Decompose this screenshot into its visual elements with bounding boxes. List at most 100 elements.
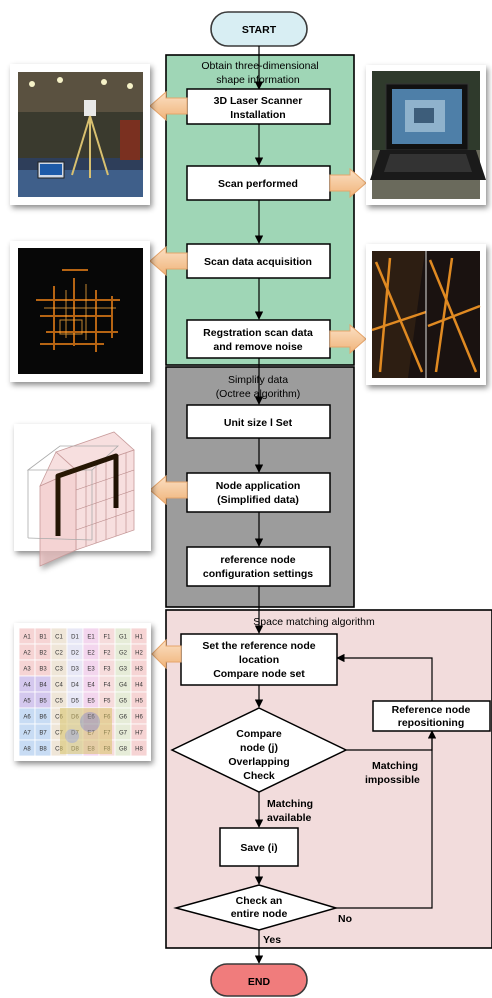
grid-cell-label: C8 [55, 747, 63, 753]
grid-cell-label: D1 [71, 635, 79, 641]
grid-cell-label: A6 [23, 715, 31, 721]
compare-node-label-3: Overlapping [228, 756, 289, 768]
grid-cell-label: F2 [103, 651, 111, 657]
grid-cell-label: H8 [135, 747, 143, 753]
grid-cell-label: A2 [23, 651, 31, 657]
check-entire-node-diamond [173, 884, 339, 931]
laptop-photo [366, 65, 486, 205]
pointcloud-photo [10, 241, 150, 382]
registration-label-1: Regstration scan data [203, 327, 313, 339]
registration-label-2: and remove noise [213, 341, 302, 353]
arrow-left-to-pointcloud-photo [149, 245, 188, 277]
compare-node-label-4: Check [243, 770, 275, 782]
obtain-section-title-line1: Obtain three-dimensional [201, 60, 318, 72]
laser-install-label-1: 3D Laser Scanner [214, 95, 303, 107]
reference-repositioning-label-2: repositioning [398, 717, 465, 729]
arrow-right-to-laptop-photo [329, 167, 367, 199]
grid-cell-label: A1 [23, 635, 31, 641]
set-reference-box [180, 633, 338, 686]
grid-cell-label: H1 [135, 635, 143, 641]
compare-node-label-1: Compare [236, 728, 282, 740]
check-entire-node-label-1: Check an [236, 895, 283, 907]
grid-cell-label: G7 [119, 731, 128, 737]
scan-performed-label: Scan performed [218, 178, 298, 190]
grid-cell-label: C6 [55, 715, 63, 721]
grid-cell [130, 739, 148, 757]
save-label: Save (i) [240, 842, 277, 854]
arrow-right-to-registration-photo [329, 323, 367, 355]
yes-label: Yes [263, 934, 281, 946]
grid-cell-label: A3 [23, 667, 31, 673]
matching-impossible-label-1: Matching [372, 760, 418, 772]
grid-cell-label: B7 [39, 731, 47, 737]
matching-section-title: Space matching algorithm [253, 616, 375, 628]
laser-install-box [186, 88, 331, 125]
grid-cell-label: E4 [87, 683, 95, 689]
grid-cell-label: B5 [39, 699, 47, 705]
save-box [219, 827, 299, 867]
grid-cell-label: C4 [55, 683, 63, 689]
end-label: END [248, 976, 271, 988]
grid-cell-label: H5 [135, 699, 143, 705]
reference-config-label-2: configuration settings [203, 568, 313, 580]
reference-config-box [186, 546, 331, 587]
grid-cell-label: A7 [23, 731, 31, 737]
matching-impossible-label-2: impossible [365, 774, 420, 786]
octree-image [14, 424, 151, 567]
laser-install-label-2: Installation [230, 109, 285, 121]
grid-cell-label: B8 [39, 747, 47, 753]
reference-config-label-1: reference node [220, 554, 295, 566]
no-label: No [338, 913, 352, 925]
node-application-label-2: (Simplified data) [217, 494, 299, 506]
grid-cell-label: D5 [71, 699, 79, 705]
grid-cell-label: C7 [55, 731, 63, 737]
grid-cell-label: G4 [119, 683, 128, 689]
grid-cell-label: C3 [55, 667, 63, 673]
start-label: START [242, 24, 277, 36]
arrow-left-to-grid-image [151, 638, 182, 670]
grid-cell-label: A5 [23, 699, 31, 705]
grid-cell-label: G1 [119, 635, 128, 641]
scanner-installation-photo [10, 64, 150, 205]
unit-size-label: Unit size l Set [224, 417, 293, 429]
grid-cell-label: G5 [119, 699, 128, 705]
scan-performed-box [186, 165, 331, 201]
grid-cell-label: G6 [119, 715, 128, 721]
grid-cell-label: H6 [135, 715, 143, 721]
registration-box [186, 319, 331, 359]
unit-size-box [186, 404, 331, 439]
matching-available-label-2: available [267, 812, 312, 824]
matching-available-label-1: Matching [267, 798, 313, 810]
simplify-section-title-line1: Simplify data [228, 374, 288, 386]
arrow-left-to-scanner-photo [149, 90, 188, 122]
compare-node-label-2: node (j) [240, 742, 278, 754]
grid-cell-label: H7 [135, 731, 143, 737]
grid-overlay [60, 708, 112, 754]
grid-cell-label: G2 [119, 651, 128, 657]
reference-repositioning-label-1: Reference node [392, 704, 471, 716]
scan-acquisition-box [186, 243, 331, 279]
node-application-label-1: Node application [216, 480, 301, 492]
grid-cell-label: C2 [55, 651, 63, 657]
orange-arrows [149, 90, 367, 670]
simplify-section-title-line2: (Octree algorithm) [216, 388, 301, 400]
arrow-left-to-octree-image [149, 474, 188, 506]
grid-cell-label: B6 [39, 715, 47, 721]
grid-cell-label: H2 [135, 651, 143, 657]
grid-cell-label: F3 [103, 667, 111, 673]
grid-cell-label: F4 [103, 683, 111, 689]
set-reference-label-1: Set the reference node [202, 640, 315, 652]
grid-cell-label: E5 [87, 699, 95, 705]
grid-cell-label: E3 [87, 667, 95, 673]
set-reference-label-3: Compare node set [213, 668, 305, 680]
grid-cell-label: C5 [55, 699, 63, 705]
check-entire-node-label-2: entire node [231, 908, 288, 920]
node-application-box [186, 472, 331, 513]
grid-cell-label: B2 [39, 651, 47, 657]
grid-cell-label: B3 [39, 667, 47, 673]
grid-cell-label: C1 [55, 635, 63, 641]
grid-cell-label: E2 [87, 651, 95, 657]
grid-cell-label: D4 [71, 683, 79, 689]
